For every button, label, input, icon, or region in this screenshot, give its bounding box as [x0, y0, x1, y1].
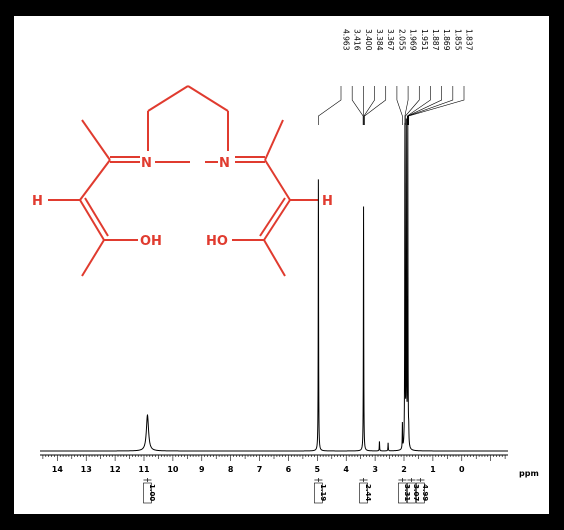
- x-axis-label: ppm: [519, 469, 539, 478]
- integral-label: 1.19: [319, 484, 327, 501]
- spectrum-trace: [40, 118, 508, 452]
- integral-label: 2.44: [364, 484, 372, 501]
- x-tick-label: 4: [343, 465, 349, 474]
- peak-label: 1.887: [431, 29, 440, 51]
- peak-label: 4.963: [342, 29, 351, 51]
- x-tick-label: 6: [286, 465, 292, 474]
- spectrum-group: [40, 118, 508, 452]
- bond: [263, 199, 291, 241]
- x-tick-label: 0: [459, 465, 465, 474]
- peak-leader-line: [405, 86, 420, 125]
- peak-leader-line: [396, 86, 403, 125]
- atom-label-oh: OH: [140, 234, 162, 249]
- integral-label: 3.07: [412, 484, 420, 501]
- x-tick-label: 14: [52, 465, 64, 474]
- peak-leader-line: [364, 86, 387, 125]
- peak-label: 3.416: [353, 29, 362, 51]
- bond: [79, 159, 111, 201]
- x-tick-label: 2: [401, 465, 407, 474]
- integral-label-box: [359, 482, 368, 504]
- x-tick-label: 1: [430, 465, 436, 474]
- bond: [264, 159, 291, 201]
- bond: [259, 197, 286, 237]
- x-tick-label: 9: [199, 465, 205, 474]
- x-tick-label: 13: [81, 465, 92, 474]
- atom-label-ho: HO: [206, 234, 228, 249]
- bond: [81, 119, 111, 161]
- x-tick-label: 10: [167, 465, 179, 474]
- peak-label: 3.400: [364, 29, 373, 51]
- peak-leader-line: [404, 86, 409, 125]
- bond: [79, 199, 105, 241]
- peak-label: 1.869: [442, 29, 451, 51]
- peak-leader-line: [363, 86, 375, 125]
- peak-label: 1.855: [453, 29, 462, 51]
- peak-leader-line: [351, 86, 364, 125]
- x-tick-label: 5: [315, 465, 321, 474]
- bond: [84, 197, 109, 237]
- peak-label: 1.969: [409, 29, 418, 51]
- atom-label-n-right: N: [219, 156, 230, 171]
- integral-label-box: [416, 482, 425, 504]
- bond: [264, 119, 284, 161]
- bond: [147, 85, 189, 112]
- peak-leader-line: [318, 86, 342, 125]
- atom-label-n-left: N: [141, 156, 152, 171]
- plot-panel: [14, 16, 549, 514]
- bond: [263, 239, 286, 277]
- peak-leader-line: [408, 86, 465, 125]
- peak-label: 2.055: [397, 29, 406, 51]
- x-tick-label: 8: [228, 465, 234, 474]
- x-tick-label: 3: [372, 465, 378, 474]
- peak-label: 1.951: [420, 29, 429, 51]
- bond: [187, 85, 229, 112]
- integral-label-box: [143, 482, 152, 504]
- peak-leader-line: [407, 86, 454, 125]
- bond: [81, 239, 105, 277]
- peak-label: 3.367: [386, 29, 395, 51]
- x-tick-label: 11: [138, 465, 150, 474]
- atom-label-h-right: H: [322, 194, 333, 209]
- atom-label-h-left: H: [32, 194, 43, 209]
- x-tick-label: 7: [257, 465, 263, 474]
- integral-label-box: [407, 482, 416, 504]
- structure-atom-labels: N N H H OH HO: [32, 156, 333, 249]
- peak-leader-line: [407, 86, 442, 125]
- integral-label: 3.31: [403, 484, 411, 501]
- peak-label: 1.837: [465, 29, 474, 51]
- peak-leader-line: [406, 86, 431, 125]
- integral-label: 4.99: [421, 484, 429, 501]
- chemical-structure: [48, 85, 318, 277]
- integral-label: 1.00: [148, 484, 156, 501]
- integral-label-box: [314, 482, 323, 504]
- integral-label-box: [398, 482, 407, 504]
- x-tick-label: 12: [110, 465, 121, 474]
- peak-label: 3.384: [375, 29, 384, 51]
